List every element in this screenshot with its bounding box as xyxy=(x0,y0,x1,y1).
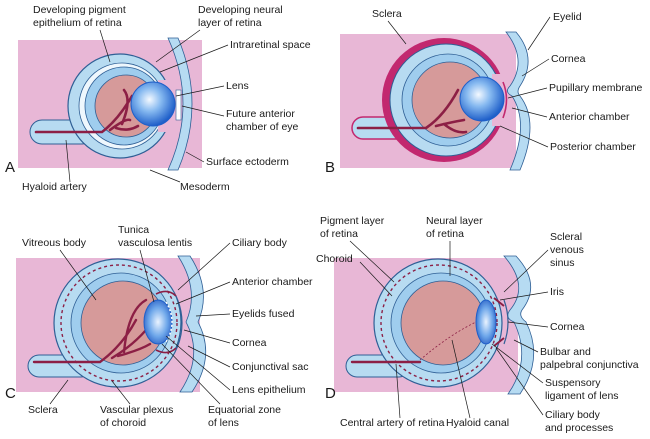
label-ciliary-body: Ciliary body xyxy=(232,237,288,249)
label-future-anterior-1: Future anterior xyxy=(226,108,295,120)
panel-a-labels: Developing pigment epithelium of retina … xyxy=(22,4,311,193)
eyelid-fold xyxy=(505,31,531,171)
label-vascular-plexus-1: Vascular plexus xyxy=(100,404,173,416)
label-sclera: Sclera xyxy=(28,404,58,416)
eyelid-fold xyxy=(503,255,535,395)
iris xyxy=(493,297,505,347)
hyaloid-artery xyxy=(356,88,468,134)
label-cornea: Cornea xyxy=(550,321,585,333)
label-conjunctiva-1: Bulbar and xyxy=(540,346,591,358)
lens-epithelium xyxy=(165,301,173,343)
ciliary-body xyxy=(155,290,177,354)
label-sclera: Sclera xyxy=(372,8,402,20)
label-hyaloid-canal: Hyaloid canal xyxy=(446,417,509,429)
label-scleral-venous-1: Scleral xyxy=(550,231,582,243)
label-iris: Iris xyxy=(550,286,564,298)
label-tunica-2: vasculosa lentis xyxy=(118,237,192,249)
lens xyxy=(475,299,497,345)
label-tunica-1: Tunica xyxy=(118,224,149,236)
label-neural-layer-1: Neural layer xyxy=(426,215,483,227)
label-equatorial-zone-1: Equatorial zone xyxy=(208,404,281,416)
label-ciliary-processes-2: and processes xyxy=(545,422,613,434)
hyaloid-artery xyxy=(32,298,152,364)
label-pigment-layer-2: of retina xyxy=(320,228,358,240)
panel-c-labels: Tunica vasculosa lentis Vitreous body Ci… xyxy=(22,224,313,429)
label-scleral-venous-3: sinus xyxy=(550,257,575,269)
label-suspensory-2: ligament of lens xyxy=(545,390,619,402)
leader-lines-c xyxy=(49,242,231,405)
label-lens: Lens xyxy=(226,80,249,92)
label-scleral-venous-2: venous xyxy=(550,244,584,256)
label-eyelid: Eyelid xyxy=(553,11,582,23)
future-anterior-chamber xyxy=(175,89,182,121)
label-anterior-chamber: Anterior chamber xyxy=(549,111,630,123)
label-future-anterior-2: chamber of eye xyxy=(226,121,299,133)
panel-d xyxy=(334,255,535,395)
lens xyxy=(459,76,505,122)
lens xyxy=(130,81,176,127)
panel-letter-c: C xyxy=(5,385,16,402)
panel-a xyxy=(18,37,202,171)
panel-letter-a: A xyxy=(5,159,15,176)
label-conjunctiva-2: palpebral conjunctiva xyxy=(540,359,639,371)
label-anterior-chamber: Anterior chamber xyxy=(232,276,313,288)
label-neural-layer-1: Developing neural xyxy=(198,4,283,16)
label-pigment-epithelium-1: Developing pigment xyxy=(33,4,126,16)
label-cornea: Cornea xyxy=(232,337,267,349)
label-neural-layer-2: layer of retina xyxy=(198,17,262,29)
label-hyaloid-artery: Hyaloid artery xyxy=(22,181,88,193)
surface-ectoderm xyxy=(167,37,193,171)
hyaloid-canal xyxy=(419,319,481,361)
label-lens-epithelium: Lens epithelium xyxy=(232,384,306,396)
leader-lines-d xyxy=(349,240,549,419)
label-vascular-plexus-2: of choroid xyxy=(100,417,146,429)
label-posterior-chamber: Posterior chamber xyxy=(550,141,636,153)
label-mesoderm: Mesoderm xyxy=(180,181,230,193)
label-intraretinal-space: Intraretinal space xyxy=(230,39,311,51)
fused-eyelids xyxy=(177,255,207,393)
label-vitreous-body: Vitreous body xyxy=(22,237,87,249)
label-conjunctival-sac: Conjunctival sac xyxy=(232,361,308,373)
label-suspensory-1: Suspensory xyxy=(545,377,601,389)
leader-lines-a xyxy=(65,29,229,183)
pupillary-membrane xyxy=(502,81,508,119)
cornea xyxy=(175,295,182,349)
label-pupillary-membrane: Pupillary membrane xyxy=(549,82,643,94)
panel-letter-d: D xyxy=(325,385,336,402)
label-ciliary-processes-1: Ciliary body xyxy=(545,409,601,421)
label-equatorial-zone-2: of lens xyxy=(208,417,239,429)
leader-lines-b xyxy=(387,16,551,148)
choroid xyxy=(380,264,498,382)
label-choroid: Choroid xyxy=(316,253,353,265)
label-cornea: Cornea xyxy=(551,53,586,65)
panel-b-labels: Sclera Eyelid Cornea Pupillary membrane … xyxy=(372,8,643,153)
panel-letter-b: B xyxy=(325,159,335,176)
label-surface-ectoderm: Surface ectoderm xyxy=(206,156,289,168)
hyaloid-artery xyxy=(34,88,140,134)
label-pigment-layer-1: Pigment layer xyxy=(320,215,385,227)
label-central-artery: Central artery of retina xyxy=(340,417,445,429)
label-neural-layer-2: of retina xyxy=(426,228,464,240)
panel-d-labels: Pigment layer of retina Neural layer of … xyxy=(316,215,639,434)
panel-c xyxy=(16,255,207,393)
label-pigment-epithelium-2: epithelium of retina xyxy=(33,17,122,29)
label-eyelids-fused: Eyelids fused xyxy=(232,308,295,320)
vascular-plexus xyxy=(60,264,178,382)
panel-b xyxy=(340,31,531,171)
vitreous-body xyxy=(400,280,486,366)
